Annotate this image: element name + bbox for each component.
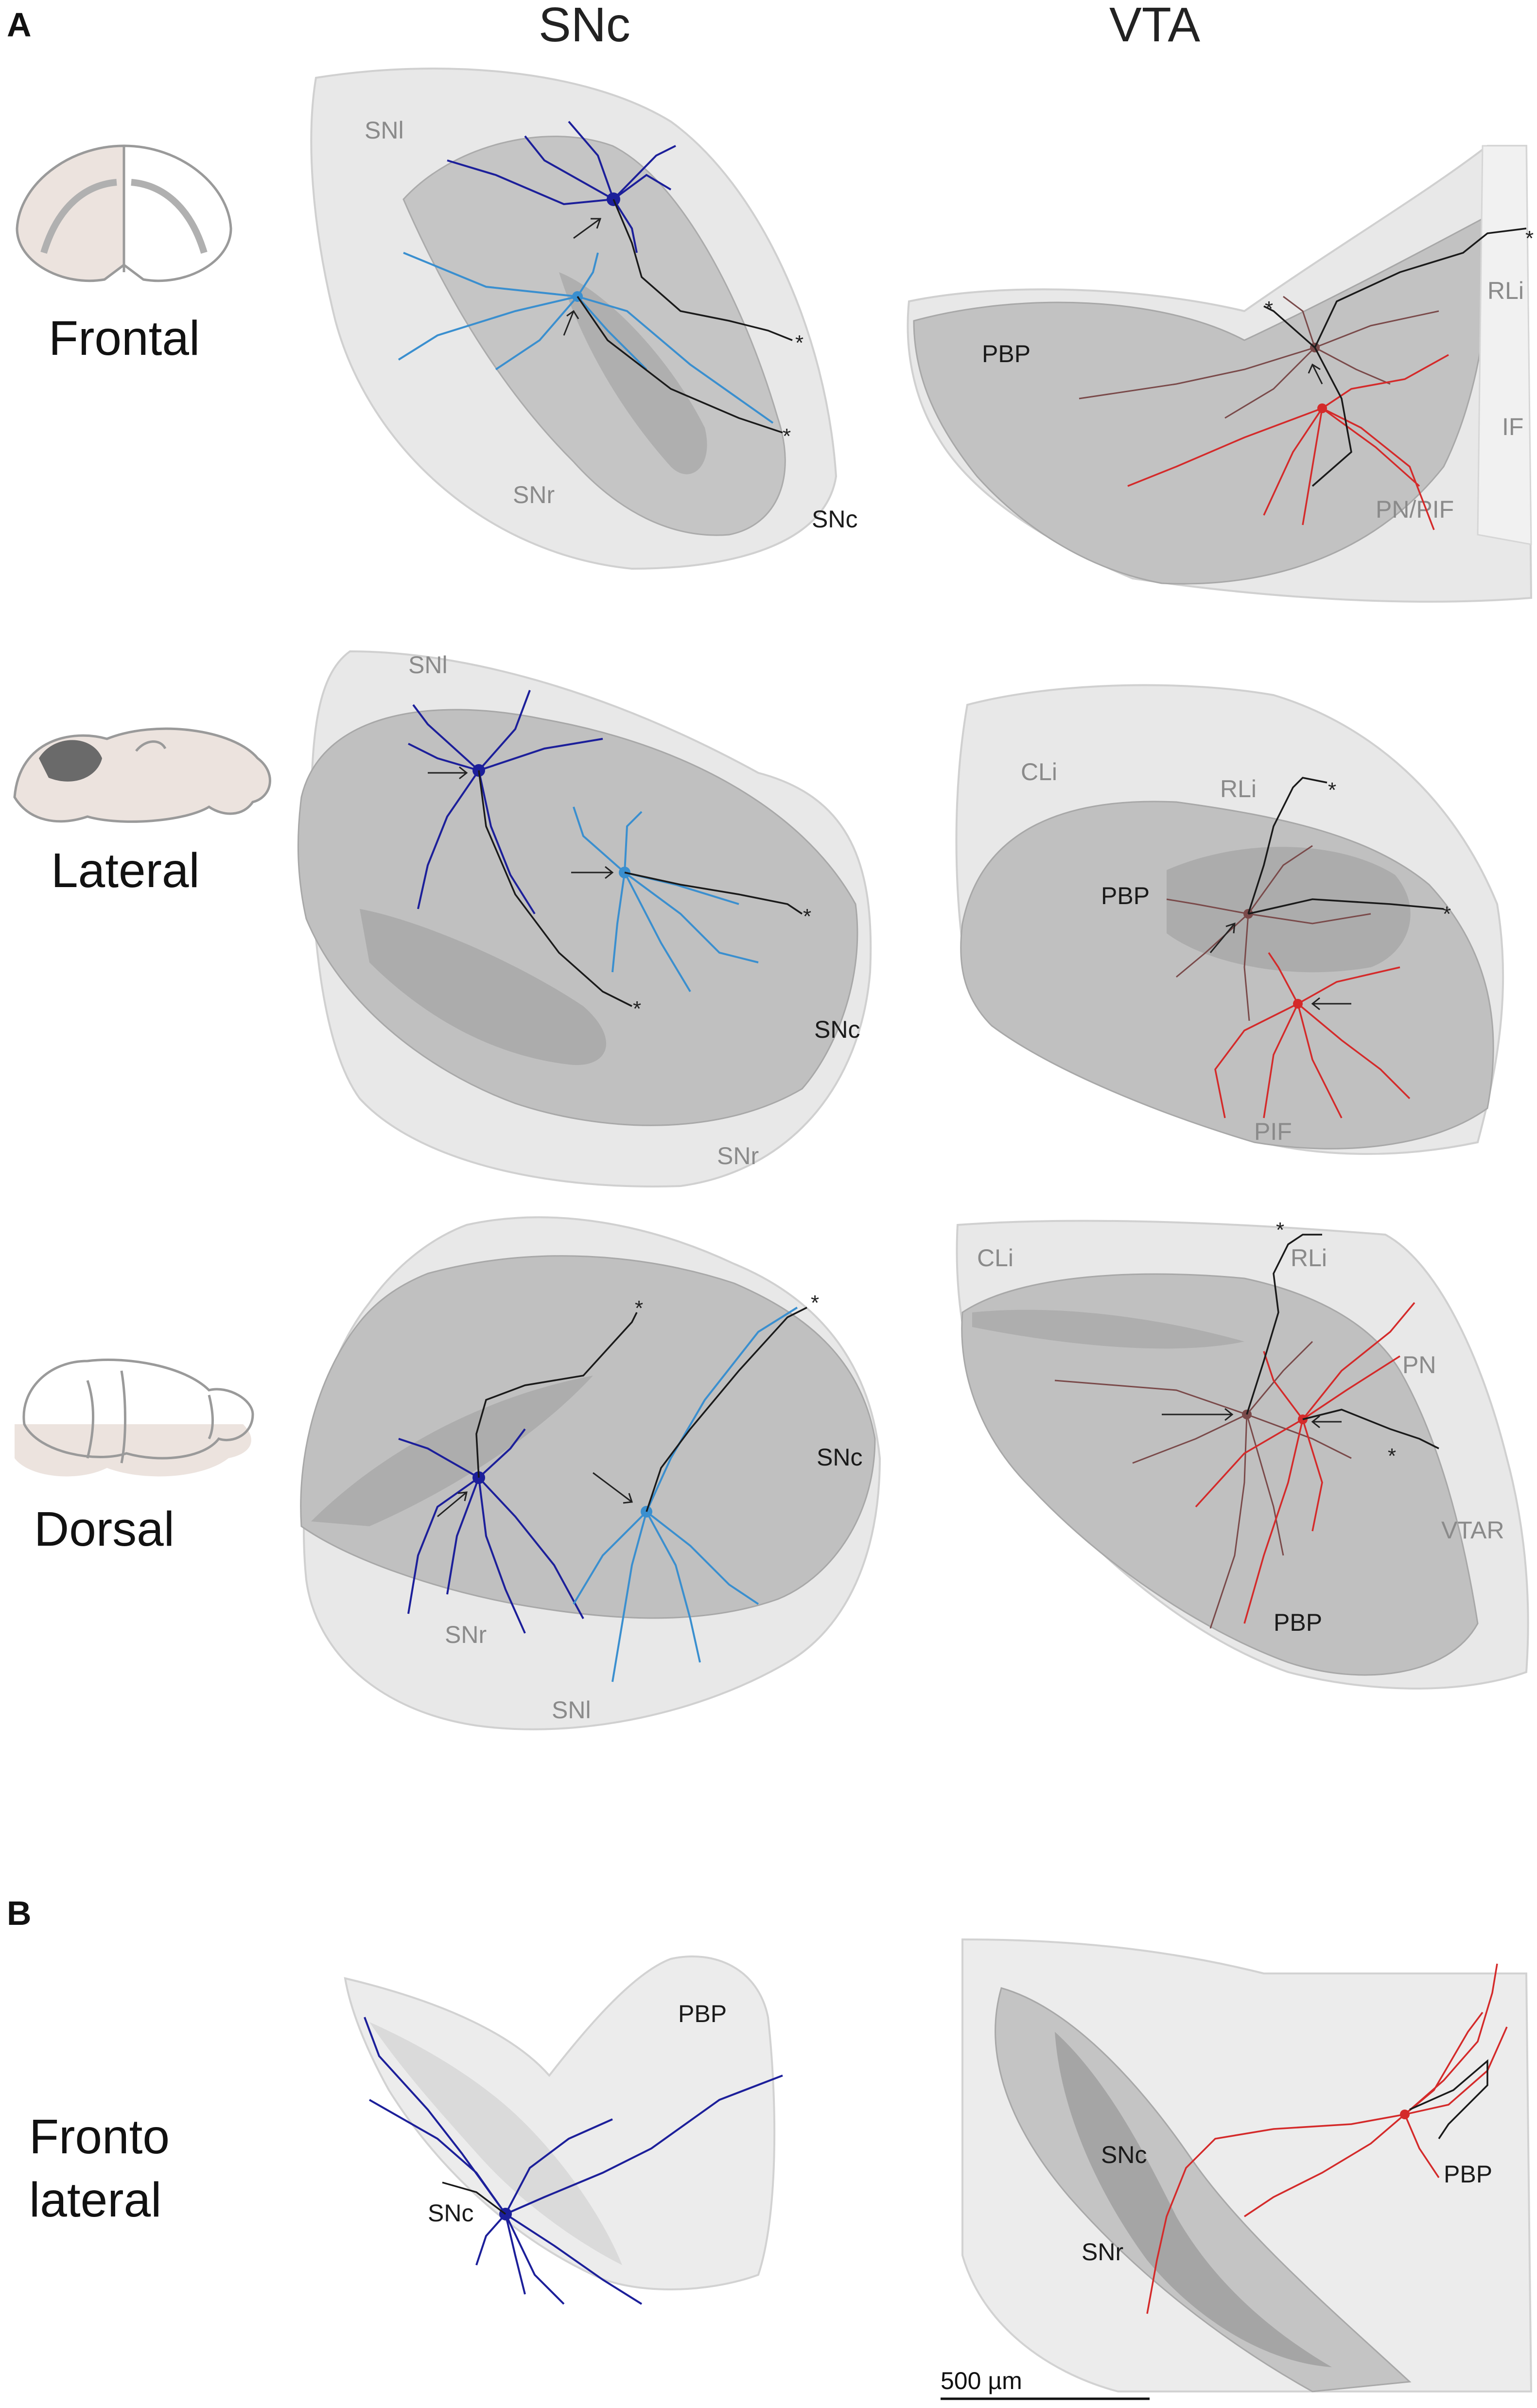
- row-label-dorsal: Dorsal: [34, 1502, 175, 1556]
- neuron-snc-dark-blue: [398, 1428, 584, 1634]
- asterisk-axon-end: *: [783, 424, 791, 448]
- neuron-vta-brown: [1166, 845, 1371, 1021]
- lateral-brain-schematic: [13, 727, 271, 823]
- row-label-frontal: Frontal: [49, 311, 200, 366]
- asterisk-axon-end: *: [1276, 1218, 1284, 1242]
- region-pbp: [913, 217, 1488, 585]
- arrow-soma: [1308, 363, 1323, 384]
- label-snl: SNl: [408, 651, 448, 679]
- label-snr: SNr: [717, 1142, 759, 1169]
- label-pn: PN: [1402, 1351, 1436, 1378]
- region-dark-wedge: [311, 1376, 593, 1526]
- lateral-snc-view: SNl SNc SNr * *: [297, 650, 872, 1187]
- panel-a-letter: A: [7, 6, 32, 44]
- asterisk-axon-end: *: [811, 1291, 819, 1315]
- neuron-vta-red: [1195, 1302, 1415, 1624]
- label-snc: SNc: [814, 1016, 860, 1043]
- axon-vta: [1246, 1234, 1439, 1449]
- label-snr: SNr: [1082, 2238, 1123, 2266]
- neuron-snc-dark-blue: [364, 2017, 783, 2305]
- region-pbp-outer: [344, 1955, 776, 2290]
- label-snc: SNc: [428, 2199, 473, 2227]
- region-vtar-dark: [972, 1309, 1244, 1349]
- label-pbp: PBP: [1444, 2161, 1492, 2188]
- axon-snc: [478, 770, 803, 1007]
- label-pbp: PBP: [982, 340, 1030, 367]
- region-snc-inner: [369, 2022, 622, 2265]
- arrow-soma: [428, 766, 614, 879]
- label-snc: SNc: [812, 506, 857, 533]
- dorsal-snc-view: SNc SNr SNl * *: [300, 1216, 881, 1730]
- asterisk-axon-end: *: [795, 331, 803, 355]
- label-rli: RLi: [1487, 277, 1524, 304]
- label-snl: SNl: [552, 1696, 591, 1724]
- label-snl: SNl: [365, 117, 404, 144]
- frontal-vta-view: PBP RLi IF PN/PIF * *: [907, 145, 1534, 603]
- arrow-soma: [563, 218, 602, 336]
- region-pbp: [961, 1273, 1479, 1676]
- fronto-lateral-snc-view: PBP SNc: [344, 1955, 783, 2305]
- arrow-soma: [1209, 922, 1351, 1011]
- arrow-soma: [437, 1472, 633, 1518]
- axon-vta: [1263, 227, 1527, 487]
- label-rli: RLi: [1291, 1244, 1327, 1272]
- label-pif: PIF: [1254, 1118, 1292, 1145]
- dorsal-vta-view: CLi RLi PN VTAR PBP * *: [956, 1218, 1529, 1690]
- neuron-vta-red: [1214, 952, 1411, 1118]
- label-snc: SNc: [1101, 2141, 1147, 2168]
- neuron-vta-red: [1146, 1963, 1508, 2314]
- arrow-soma: [1162, 1408, 1342, 1429]
- axon-snc: [576, 199, 793, 434]
- asterisk-axon-end: *: [1525, 227, 1534, 250]
- lateral-vta-view: CLi RLi PBP PIF * *: [955, 684, 1504, 1155]
- asterisk-axon-end: *: [633, 997, 641, 1021]
- dorsal-brain-schematic: [15, 1359, 254, 1477]
- fronto-lateral-vta-view: SNc SNr PBP: [961, 1938, 1533, 2392]
- frontal-snc-view: SNl SNr SNc * *: [310, 68, 857, 570]
- scale-bar: 500 µm: [941, 2367, 1150, 2400]
- axon-vta: [1247, 777, 1444, 915]
- region-outer: [961, 1938, 1533, 2392]
- region-dark-core: [1055, 2032, 1332, 2367]
- label-rli: RLi: [1220, 775, 1257, 803]
- label-pbp: PBP: [678, 2000, 727, 2027]
- column-header-vta: VTA: [1109, 0, 1200, 52]
- row-label-lateral-b: lateral: [29, 2173, 161, 2227]
- scale-bar-label: 500 µm: [941, 2367, 1022, 2394]
- label-pn-pif: PN/PIF: [1376, 496, 1454, 523]
- panel-b-letter: B: [7, 1894, 32, 1932]
- region-snr-inner: [297, 709, 858, 1126]
- axon-snc: [475, 1307, 807, 1512]
- asterisk-axon-end: *: [1443, 902, 1451, 926]
- row-label-lateral: Lateral: [51, 843, 200, 898]
- asterisk-axon-end: *: [635, 1296, 643, 1320]
- asterisk-axon-end: *: [803, 905, 811, 928]
- label-cli: CLi: [1021, 758, 1057, 785]
- axon-vta: [1409, 2059, 1488, 2139]
- label-vtar: VTAR: [1441, 1517, 1504, 1544]
- label-pbp: PBP: [1101, 882, 1150, 909]
- neuron-vta-red: [1127, 354, 1449, 530]
- region-right-strip: [1477, 145, 1532, 545]
- asterisk-axon-end: *: [1388, 1444, 1396, 1468]
- label-cli: CLi: [977, 1244, 1013, 1272]
- row-label-fronto: Fronto: [29, 2110, 170, 2164]
- asterisk-axon-end: *: [1265, 297, 1273, 321]
- label-snc: SNc: [817, 1444, 862, 1471]
- label-snr: SNr: [445, 1621, 487, 1648]
- label-pbp: PBP: [1274, 1609, 1322, 1636]
- label-if: IF: [1502, 413, 1523, 440]
- frontal-brain-schematic: [16, 144, 232, 282]
- region-snc-dark: [360, 909, 607, 1065]
- column-header-snc: SNc: [539, 0, 630, 52]
- asterisk-axon-end: *: [1328, 778, 1336, 802]
- axon-snc: [442, 2181, 507, 2215]
- region-snc: [300, 1255, 876, 1619]
- label-snr: SNr: [513, 481, 555, 508]
- region-pif-dark: [1167, 847, 1411, 973]
